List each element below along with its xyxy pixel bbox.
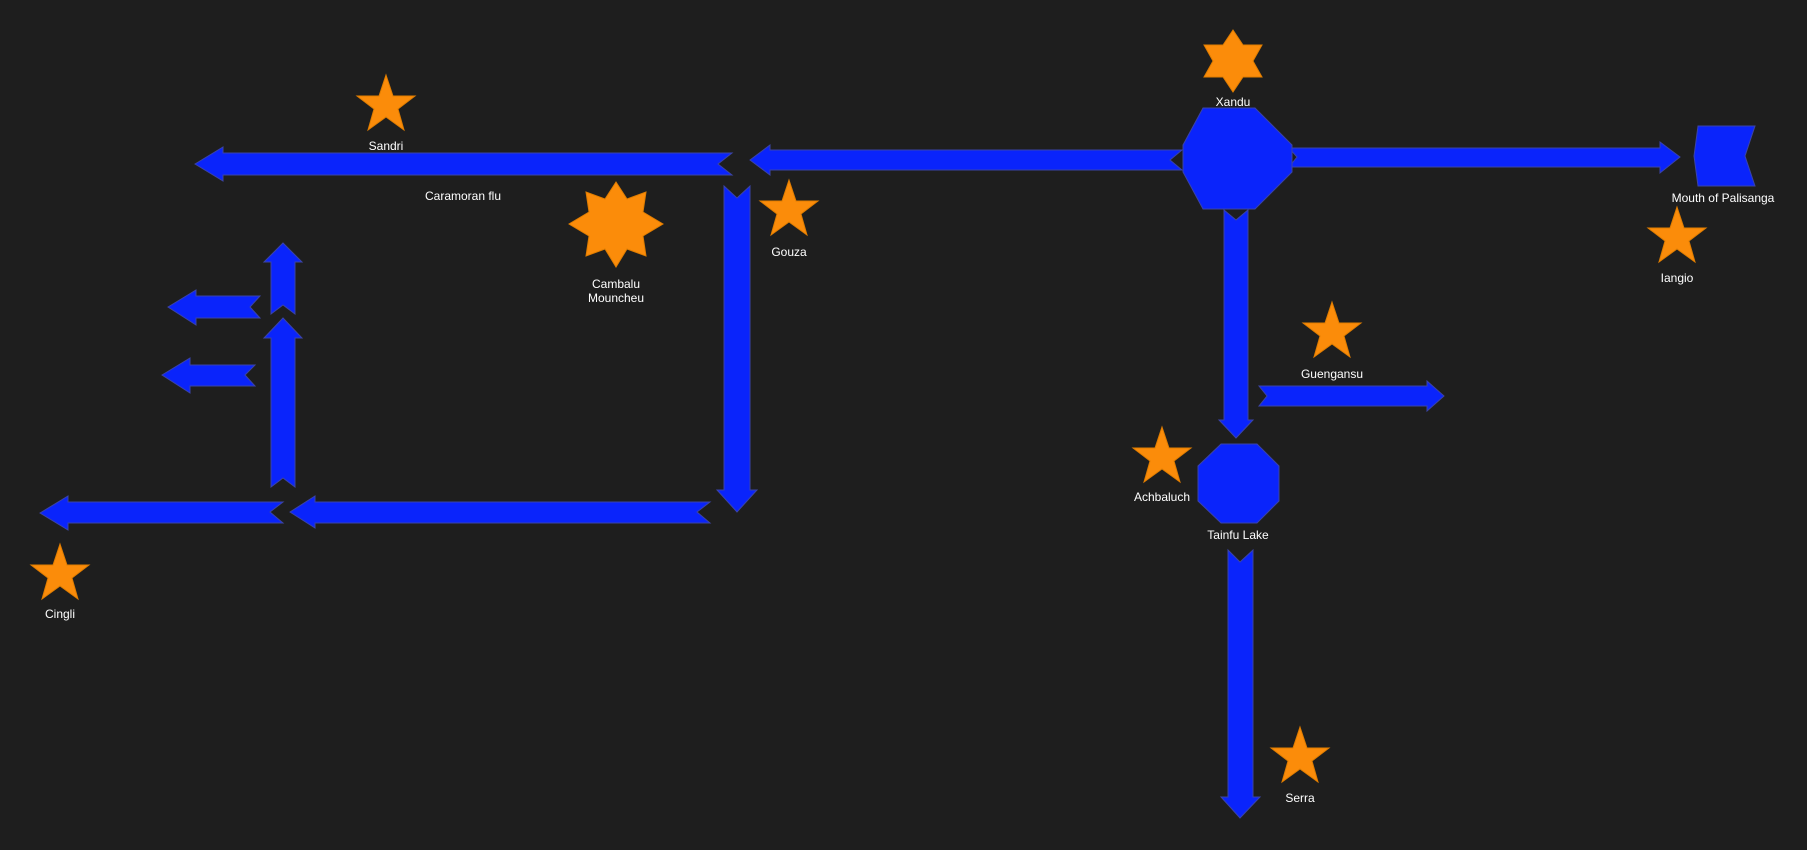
river-branch-west-lower-arrow: [161, 357, 257, 394]
river-branch-west-upper-arrow: [167, 289, 262, 326]
label-cingli: Cingli: [45, 607, 75, 621]
river-network: [39, 107, 1756, 819]
label-guengansu: Guengansu: [1301, 367, 1363, 381]
river-guengansu-arrow: [1257, 379, 1445, 413]
gouza-star-icon: [758, 178, 820, 237]
river-branch-north-lower-arrow: [262, 317, 304, 488]
label-gouza: Gouza: [771, 245, 807, 259]
label-sandri: Sandri: [369, 139, 404, 153]
label-iangio: Iangio: [1661, 271, 1694, 285]
river-branch-north-upper-arrow: [262, 242, 304, 315]
river-xandu-east-arrow: [1287, 141, 1681, 175]
label-xandu: Xandu: [1216, 95, 1251, 109]
achbaluch-star-icon: [1131, 425, 1193, 484]
label-cambalu: Cambalu: [592, 277, 640, 291]
river-xandu-west-arrow: [749, 144, 1184, 176]
xandu-junction-octagon-icon: [1182, 107, 1293, 210]
sandri-star-icon: [355, 73, 417, 132]
label-caramoran-flu: Caramoran flu: [425, 189, 501, 203]
xandu-star-icon: [1203, 29, 1263, 93]
river-cingli-arrow: [39, 495, 285, 531]
label-achbaluch: Achbaluch: [1134, 490, 1190, 504]
label-mouth-of-palisanga: Mouth of Palisanga: [1672, 191, 1775, 205]
serra-star-icon: [1269, 725, 1331, 784]
river-xandu-south-arrow: [1217, 208, 1255, 439]
mouth-of-palisanga-flag-icon: [1693, 125, 1756, 187]
label-serra: Serra: [1285, 791, 1315, 805]
tainfu-lake-octagon-icon: [1197, 443, 1280, 524]
label-mouncheu: Mouncheu: [588, 291, 644, 305]
river-gouza-south-arrow: [715, 184, 759, 513]
place-labels: Sandri Caramoran flu Cambalu Mouncheu Go…: [45, 95, 1775, 805]
guengansu-star-icon: [1301, 300, 1363, 359]
river-caramoran-arrow: [194, 146, 734, 182]
river-south-west-arrow: [289, 495, 712, 529]
label-tainfu-lake: Tainfu Lake: [1207, 528, 1269, 542]
place-markers: [29, 29, 1708, 784]
river-tainfu-south-arrow: [1219, 548, 1262, 819]
cambalu-sun-star-icon: [568, 181, 664, 268]
cingli-star-icon: [29, 542, 91, 601]
iangio-star-icon: [1646, 205, 1708, 264]
